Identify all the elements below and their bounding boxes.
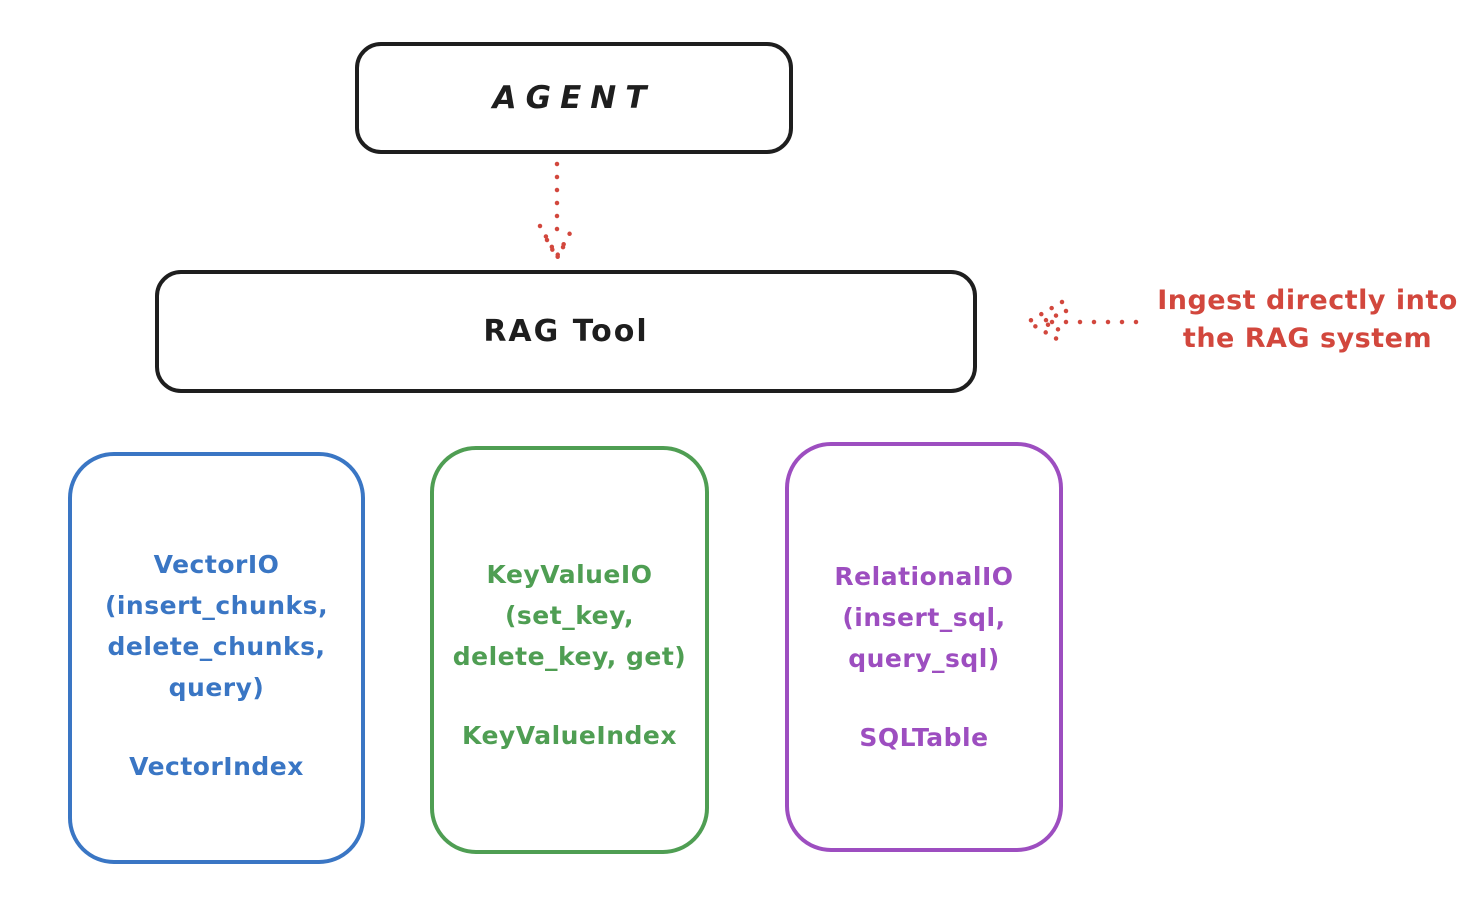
- dotted-arrow-down-icon: [537, 161, 577, 261]
- card-vector-io: VectorIO (insert_chunks, delete_chunks, …: [68, 452, 365, 864]
- card-footer: VectorIndex: [129, 752, 304, 781]
- card-line: (insert_chunks,: [104, 591, 329, 620]
- card-line: KeyValueIO: [486, 560, 653, 589]
- card-footer: SQLTable: [859, 723, 989, 752]
- card-line: RelationalIO: [834, 562, 1014, 591]
- card-line: VectorIO: [153, 550, 280, 579]
- agent-box: AGENT: [355, 42, 793, 154]
- card-line: query): [168, 673, 265, 702]
- agent-label: AGENT: [492, 80, 656, 116]
- card-line: delete_chunks,: [107, 632, 326, 661]
- annotation-ingest-note: Ingest directly into the RAG system: [1140, 282, 1475, 358]
- card-footer: KeyValueIndex: [462, 721, 677, 750]
- rag-tool-box: RAG Tool: [155, 270, 977, 393]
- card-line: (insert_sql,: [842, 603, 1006, 632]
- dotted-arrow-left-icon: [1025, 299, 1139, 345]
- rag-tool-label: RAG Tool: [483, 314, 649, 349]
- annotation-line-2: the RAG system: [1182, 323, 1433, 354]
- annotation-line-1: Ingest directly into: [1157, 285, 1458, 316]
- card-line: (set_key,: [505, 601, 634, 630]
- card-keyvalue-io: KeyValueIO (set_key, delete_key, get) Ke…: [430, 446, 709, 854]
- card-line: query_sql): [848, 644, 1000, 673]
- card-relational-io: RelationalIO (insert_sql, query_sql) SQL…: [785, 442, 1063, 852]
- card-line: delete_key, get): [452, 642, 687, 671]
